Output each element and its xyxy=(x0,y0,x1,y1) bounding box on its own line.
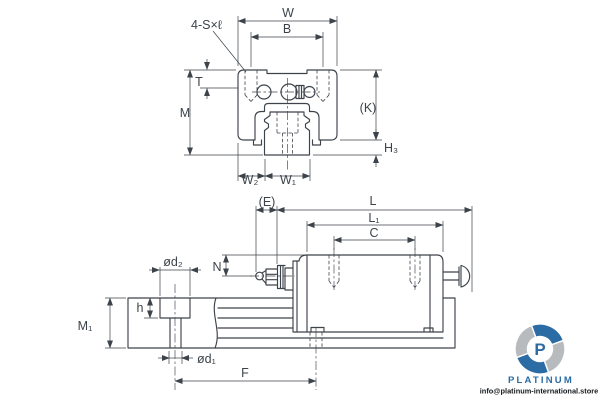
watermark: P PLATINUM info@platinum-international.s… xyxy=(480,323,598,396)
dim-label-h3: H₃ xyxy=(384,141,398,155)
dim-label-c: C xyxy=(369,226,378,240)
dim-label-h: h xyxy=(137,301,144,315)
dim-label-m: M xyxy=(180,106,190,120)
dim-label-m1: M₁ xyxy=(78,319,93,333)
dim-label-w2: W₂ xyxy=(242,173,259,187)
rail-side-outline xyxy=(127,297,456,349)
dim-label-e: (E) xyxy=(259,195,276,209)
front-view: W B 4-S×ℓ T M (K) H₃ W₂ W₁ xyxy=(180,6,398,187)
centerlines-side xyxy=(174,248,416,390)
bolt-callout-label: 4-S×ℓ xyxy=(191,18,222,32)
rail-cross-section xyxy=(263,111,311,156)
extension-lines-side xyxy=(105,206,473,364)
centerlines-front xyxy=(252,78,320,170)
grease-nipple-side xyxy=(255,264,286,290)
dim-label-n: N xyxy=(212,260,221,274)
dim-label-l: L xyxy=(370,194,377,208)
bolt-callout-leader xyxy=(212,30,247,73)
platinum-logo-icon xyxy=(514,323,566,375)
logo-petal-top-left xyxy=(514,324,537,359)
nipple-cone xyxy=(261,269,267,285)
far-grease-nipple xyxy=(442,264,471,288)
logo-center-disc xyxy=(528,337,552,361)
brand-name: PLATINUM xyxy=(508,375,574,386)
nipple-base xyxy=(276,264,286,290)
nipple-adapter xyxy=(284,267,294,291)
nipple-hex xyxy=(265,268,279,286)
contact-email: info@platinum-international.store xyxy=(480,387,598,396)
dim-label-f: F xyxy=(241,366,249,380)
block-side-outline xyxy=(292,254,444,333)
dim-label-l1: L₁ xyxy=(368,211,379,225)
extension-lines-front xyxy=(184,16,382,181)
hidden-bolt-holes xyxy=(244,70,330,155)
rail-groove-lines xyxy=(217,307,444,339)
logo-letter: P xyxy=(534,340,545,359)
dim-label-d1: ød₁ xyxy=(197,352,216,366)
block-bottom-tabs xyxy=(310,326,434,333)
dim-label-b: B xyxy=(283,22,291,36)
rail-break-line xyxy=(213,297,218,349)
dim-label-d2: ød₂ xyxy=(163,255,183,269)
block-end-cap-lines xyxy=(296,254,431,333)
dim-label-w1: W₁ xyxy=(280,173,296,187)
end-seal-tabs xyxy=(252,139,322,146)
dim-label-w: W xyxy=(282,6,294,20)
dim-label-t: T xyxy=(195,75,203,89)
side-view: (E) L L₁ C N M₁ h ød₂ ød₁ F xyxy=(78,194,473,390)
dim-label-k: (K) xyxy=(360,101,377,115)
carriage-block-outline xyxy=(237,69,338,141)
hidden-holes-side xyxy=(309,255,421,348)
